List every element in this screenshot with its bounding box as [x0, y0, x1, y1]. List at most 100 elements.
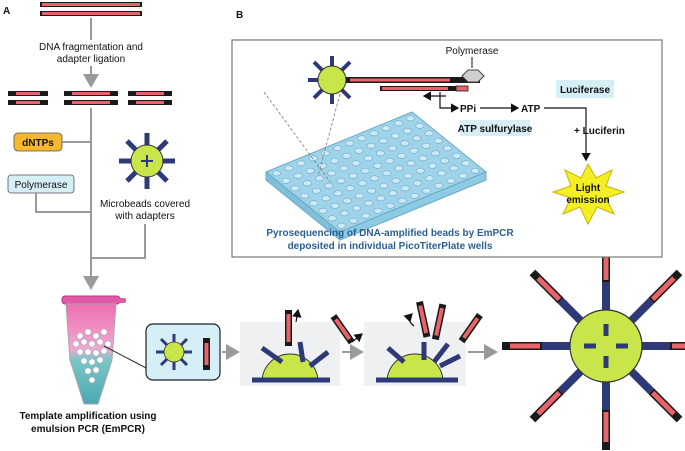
plate-well	[461, 160, 471, 167]
caption-line2: deposited in individual PicoTiterPlate w…	[288, 241, 493, 252]
plate-well	[299, 192, 309, 199]
plate-well	[405, 115, 415, 122]
plate-well	[403, 127, 413, 134]
polymerase-box	[7, 174, 75, 194]
plate-well	[397, 197, 407, 204]
plate-well	[372, 162, 382, 169]
plate-well	[378, 137, 388, 144]
plate-well	[424, 175, 434, 182]
plate-well	[332, 145, 342, 152]
plate-well	[345, 185, 355, 192]
plate-well	[357, 135, 367, 142]
plate-well	[385, 202, 395, 209]
dna-fragment	[203, 338, 210, 370]
plate-well	[309, 200, 319, 207]
plate-well	[330, 202, 340, 209]
plate-well	[385, 157, 395, 164]
plate-well	[281, 177, 291, 184]
plate-well	[434, 182, 444, 189]
amplified-dna-strand	[529, 364, 588, 423]
plate-well	[373, 207, 383, 214]
plate-well	[382, 170, 392, 177]
amplified-dna-strand	[602, 376, 610, 450]
zoom-line	[317, 93, 341, 177]
plate-well	[379, 182, 389, 189]
amplified-dna-strand	[502, 342, 576, 350]
light-emission-star	[551, 162, 626, 226]
plate-well	[330, 157, 340, 164]
light-line1: Light	[576, 183, 601, 194]
step-fragmentation-line1: DNA fragmentation and	[39, 42, 143, 53]
plate-well	[400, 140, 410, 147]
microbead	[119, 133, 175, 189]
template-line1: Template amplification using	[19, 411, 156, 422]
dna-fragment	[64, 91, 118, 105]
atp-sulfurylase-box	[460, 120, 530, 136]
plate-well	[357, 180, 367, 187]
plate-well	[290, 185, 300, 192]
plate-well	[415, 167, 425, 174]
ppi-label: PPi	[460, 104, 476, 115]
plate-well	[364, 200, 374, 207]
zoom-line	[263, 91, 331, 183]
plate-well	[293, 172, 303, 179]
plate-well	[433, 137, 443, 144]
plate-well	[446, 177, 456, 184]
plate-well	[360, 167, 370, 174]
plate-well	[345, 140, 355, 147]
connector-line	[35, 193, 91, 213]
plate-well	[412, 180, 422, 187]
plate-well	[361, 212, 371, 219]
atp-sulfurylase-label: ATP sulfurylase	[458, 124, 533, 135]
plate-well	[452, 152, 462, 159]
plate-well	[394, 165, 404, 172]
plate-well	[415, 122, 425, 129]
amplified-dna-strand	[624, 364, 683, 423]
dna-fragment	[128, 91, 172, 105]
plate-well	[317, 162, 327, 169]
plate-well	[409, 147, 419, 154]
plate-well	[406, 160, 416, 167]
plate-well	[387, 145, 397, 152]
plate-well	[409, 192, 419, 199]
microbead	[156, 334, 192, 370]
plate-well	[391, 177, 401, 184]
microbeads-line1: Microbeads covered	[100, 199, 190, 210]
arrow-ppi	[439, 92, 460, 113]
plate-well	[320, 150, 330, 157]
dna-template	[346, 77, 480, 92]
plate-well	[369, 130, 379, 137]
plate-well	[393, 120, 403, 127]
amplification-stage-2	[376, 301, 483, 383]
amplified-dna-strand	[624, 269, 683, 328]
polymerase-shape	[461, 69, 485, 83]
plate-well	[318, 207, 328, 214]
amplified-dna-strand	[636, 342, 685, 350]
plate-well	[302, 180, 312, 187]
light-line2: emission	[566, 195, 609, 206]
plate-well	[418, 155, 428, 162]
amplification-stage-1	[252, 308, 363, 383]
step-fragmentation-line2: adapter ligation	[57, 54, 125, 65]
plate-well	[381, 125, 391, 132]
plate-well	[342, 152, 352, 159]
plate-well	[354, 147, 364, 154]
dntps-label: dNTPs	[22, 138, 54, 149]
plate-well	[470, 167, 480, 174]
plate-well	[424, 130, 434, 137]
microbeads-line2: with adapters	[114, 211, 174, 222]
dna-fragment	[8, 91, 48, 105]
template-line2: emulsion PCR (EmPCR)	[31, 424, 145, 435]
plate-well	[440, 157, 450, 164]
plate-well	[366, 142, 376, 149]
plate-well	[272, 170, 282, 177]
plate-well	[351, 205, 361, 212]
plate-well	[390, 132, 400, 139]
plate-well	[403, 172, 413, 179]
plate-well	[430, 150, 440, 157]
plate-well	[412, 135, 422, 142]
plate-well	[422, 187, 432, 194]
polymerase-label: Polymerase	[15, 180, 68, 191]
plate-well	[437, 170, 447, 177]
